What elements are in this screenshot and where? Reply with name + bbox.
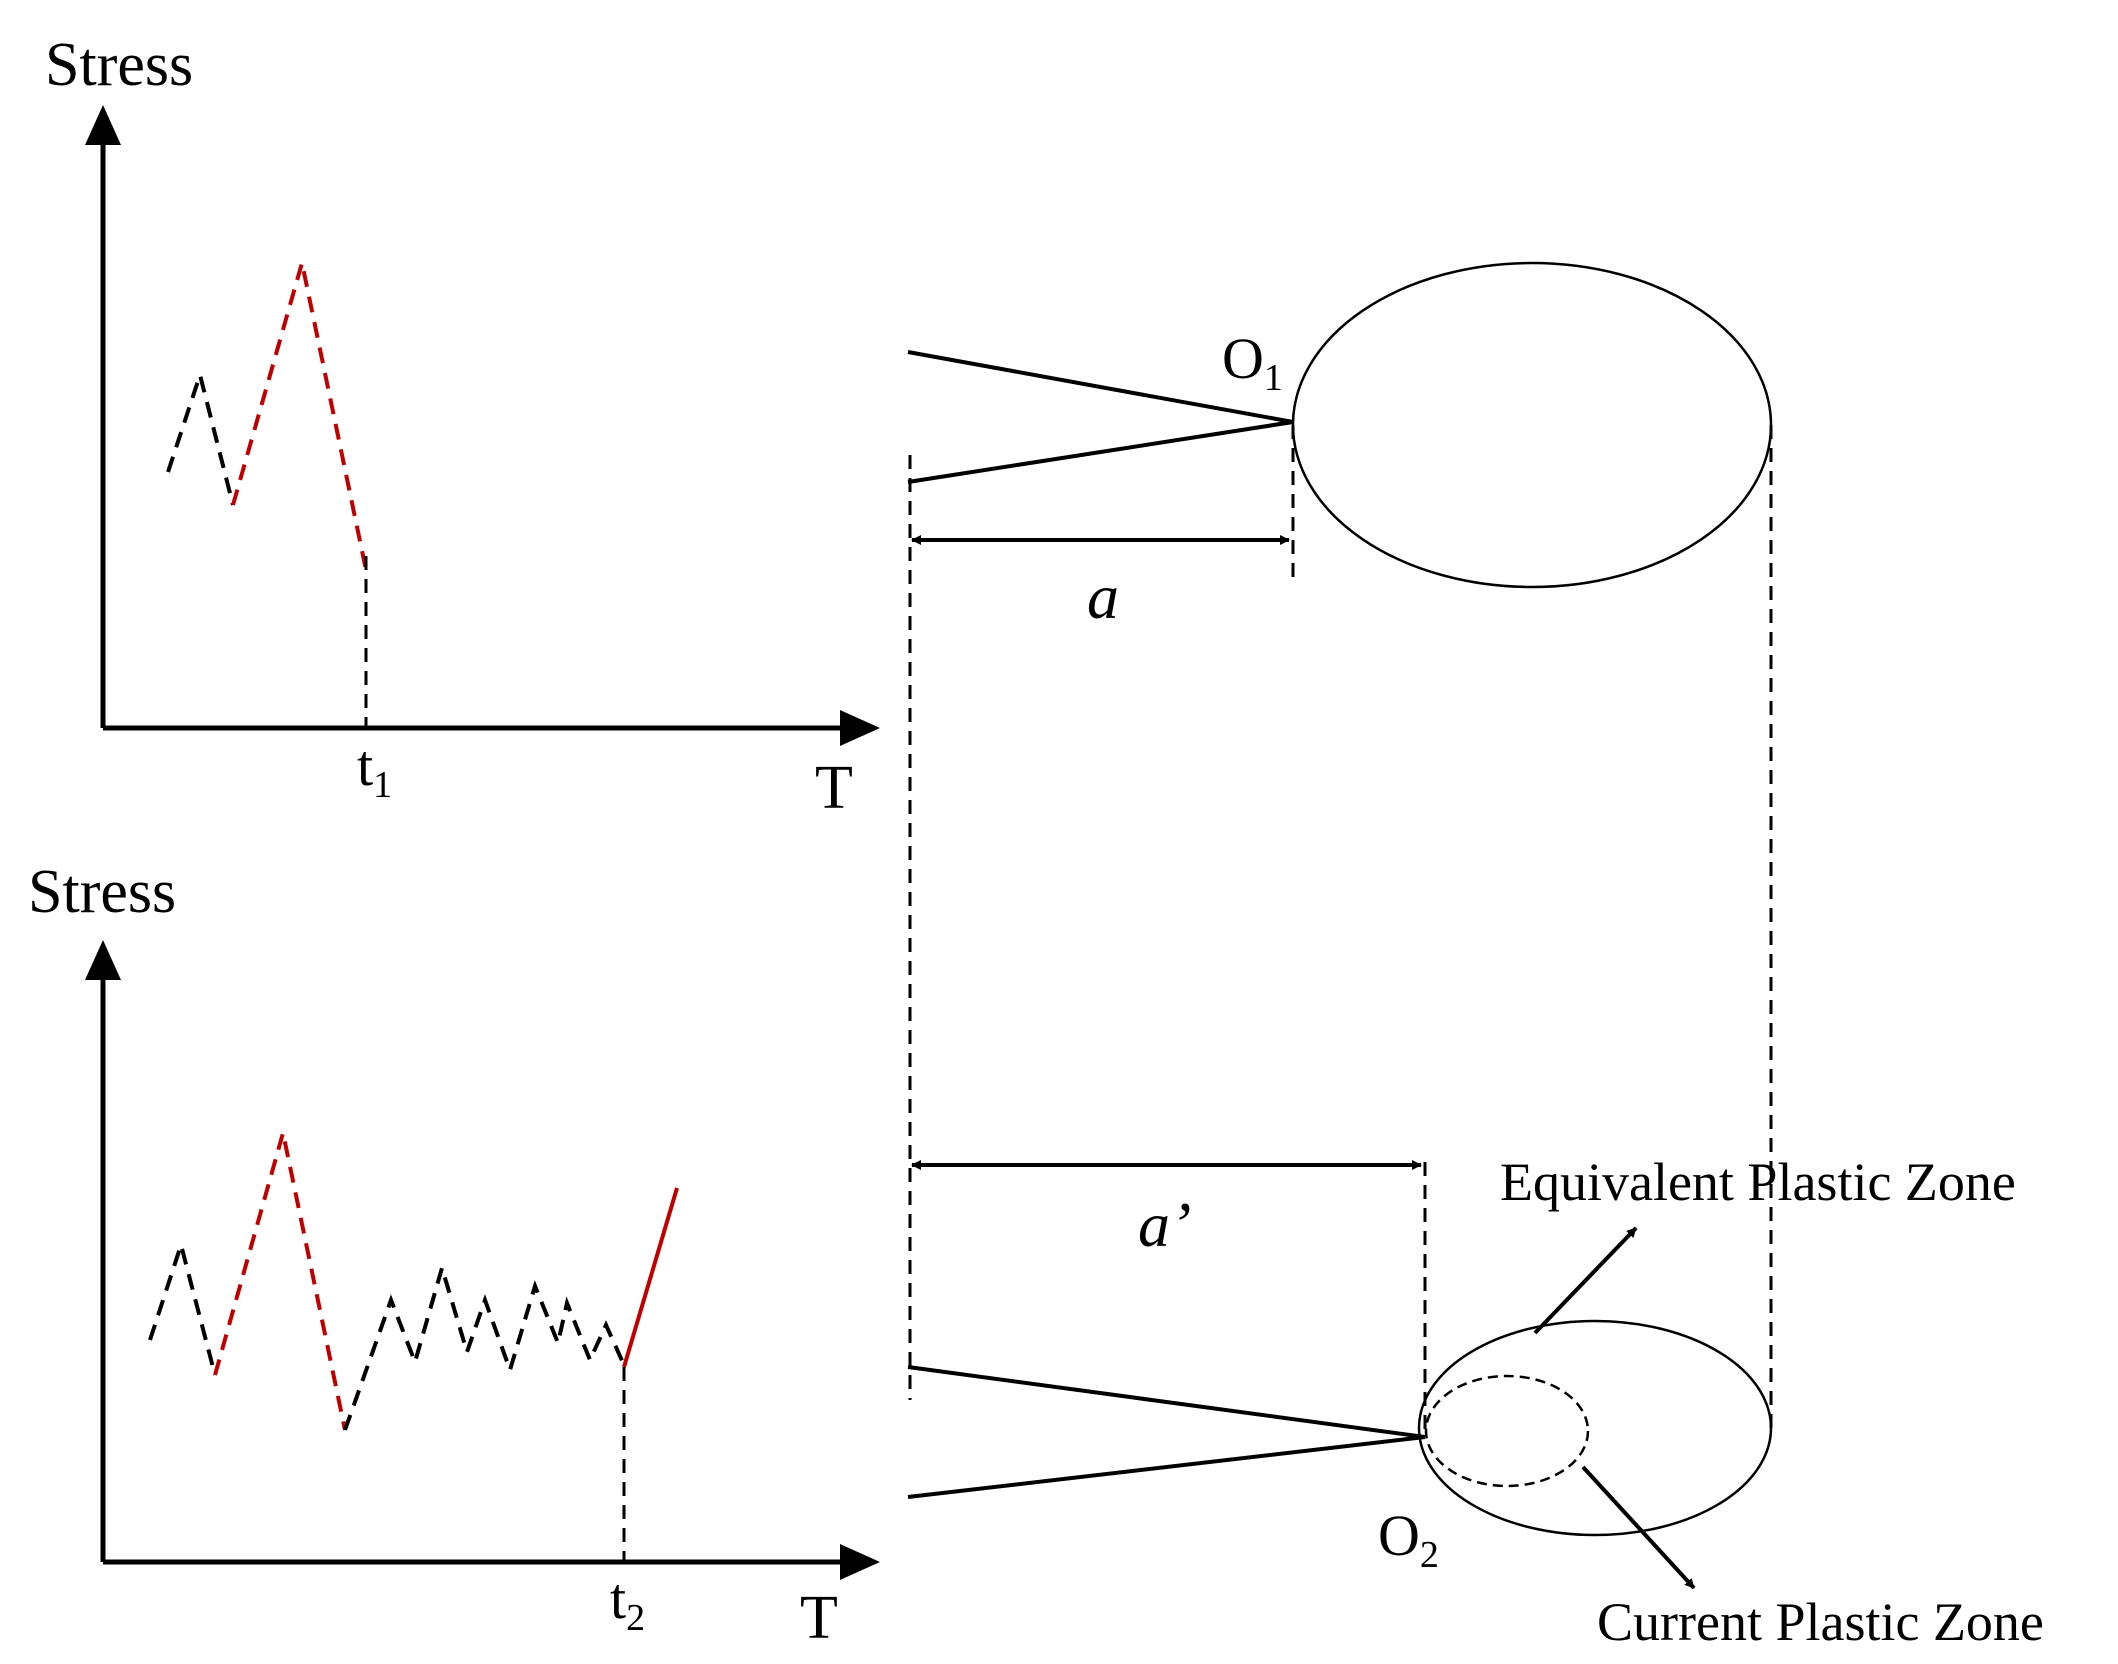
current-zone-label: Current Plastic Zone — [1597, 1592, 2044, 1652]
bottom-crack: O2 a’ Equivalent Plastic Zone Current Pl… — [907, 1152, 2044, 1652]
top-crack: O1 a — [907, 261, 1773, 632]
top-stress-plot: Stress T t1 — [45, 31, 880, 822]
top-time-label: t1 — [357, 733, 392, 806]
bottom-y-axis-arrow — [85, 940, 121, 980]
top-crack-lower-flank — [907, 420, 1294, 484]
bottom-crack-length-label: a’ — [1138, 1189, 1191, 1260]
bottom-constant-amplitude-dashed — [343, 1260, 626, 1431]
bottom-stress-plot: Stress T t2 — [28, 858, 880, 1652]
equivalent-zone-pointer — [1533, 1226, 1638, 1335]
top-stress-history-dashed — [166, 367, 235, 506]
top-overload-cycle-dashed — [231, 262, 368, 571]
bottom-y-axis-label: Stress — [28, 858, 176, 926]
top-crack-length-label: a — [1087, 561, 1119, 632]
equivalent-plastic-zone — [1417, 1319, 1773, 1537]
bottom-overload-cycle-dashed — [213, 1132, 347, 1431]
bottom-crack-upper-flank — [907, 1365, 1426, 1439]
top-crack-upper-flank — [907, 350, 1294, 424]
bottom-x-axis-label: T — [800, 1584, 838, 1652]
equivalent-zone-label: Equivalent Plastic Zone — [1500, 1152, 2016, 1212]
top-y-axis-arrow — [85, 105, 121, 145]
top-x-axis-label: T — [815, 754, 853, 822]
current-zone-pointer — [1581, 1465, 1696, 1590]
current-plastic-zone — [1424, 1374, 1590, 1488]
bottom-crack-tip-label: O2 — [1378, 1503, 1439, 1576]
top-x-axis-arrow — [840, 710, 880, 746]
bottom-crack-lower-flank — [907, 1435, 1426, 1499]
projection-lines — [908, 425, 1773, 1428]
bottom-x-axis-arrow — [840, 1544, 880, 1580]
bottom-time-label: t2 — [610, 1566, 645, 1639]
top-plastic-zone — [1291, 261, 1773, 589]
top-crack-tip-label: O1 — [1222, 326, 1283, 399]
bottom-stress-history-dashed — [148, 1237, 217, 1376]
top-y-axis-label: Stress — [45, 31, 193, 99]
bottom-current-load-solid — [622, 1187, 679, 1368]
